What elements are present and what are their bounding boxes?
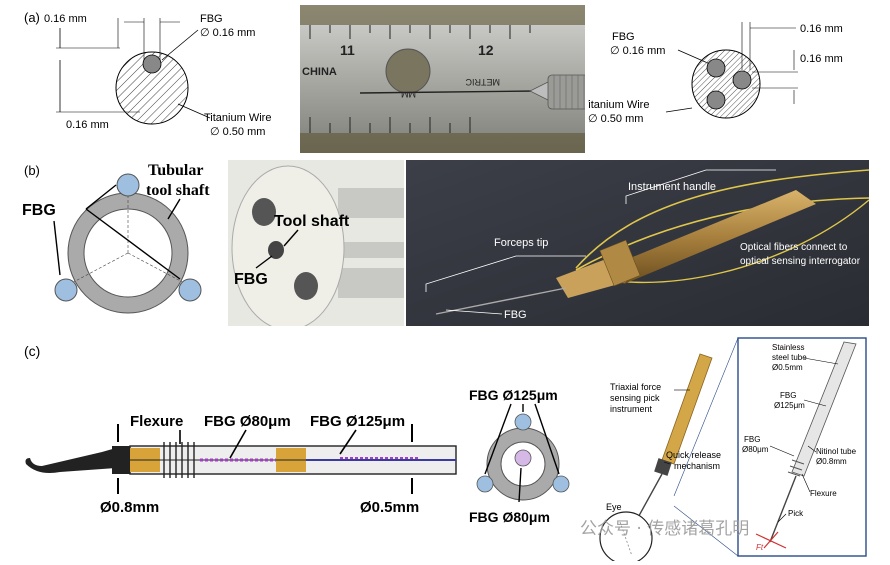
c-pick-instrument	[629, 353, 713, 533]
c-mid-fbg125: FBG Ø125μm	[469, 387, 558, 403]
panel-a-left-diagram: (a) 0.16 mm FBG ∅ 0.16 mm 0.16 mm Titani…	[24, 10, 271, 138]
b-photo-fbg: FBG	[504, 309, 527, 321]
a-left-fbg-circle	[142, 54, 162, 74]
c-fbg125-1: FBG	[780, 391, 796, 400]
c-stainless-2: steel tube	[772, 353, 807, 362]
a-right-fbg-dia: ∅ 0.16 mm	[610, 45, 665, 57]
c-quick-1: Quick release	[666, 450, 721, 460]
c-ft: Ft	[756, 543, 764, 552]
b-instrument-handle-label: Instrument handle	[628, 181, 716, 193]
c-stainless-3: Ø0.5mm	[772, 363, 803, 372]
a-left-fbg-dia: ∅ 0.16 mm	[200, 27, 255, 39]
c-mid-fbg80-label: FBG Ø80μm	[469, 509, 550, 525]
a-right-dim-top: 0.16 mm	[800, 23, 843, 35]
panel-a-label: (a)	[24, 10, 40, 25]
a-left-fbg-label: FBG	[200, 13, 223, 25]
c-dia08-label: Ø0.8mm	[100, 499, 159, 516]
b-tool-shaft: Tool shaft	[274, 213, 350, 230]
panel-c-right-diagram: Triaxial force sensing pick instrument Q…	[599, 337, 867, 561]
a-left-wire-label: Titanium Wire	[204, 112, 271, 124]
c-flexure-right: Flexure	[810, 489, 837, 498]
c-fbg125-label: FBG Ø125μm	[310, 413, 405, 430]
panel-b-mid-diagram: Tool shaft FBG	[228, 160, 404, 326]
c-quick-2: mechanism	[674, 461, 720, 471]
watermark: 公众号 · 传感诸葛孔明	[580, 519, 750, 539]
c-fbg80-1: FBG	[744, 435, 760, 444]
c-triaxial-3: instrument	[610, 404, 653, 414]
b-fbg-left	[54, 278, 78, 302]
c-fbg125-2: Ø125μm	[774, 401, 805, 410]
panel-a-photo: 11 12 CHINA METRIC MM	[300, 5, 585, 153]
ruler-metric: METRIC	[465, 77, 500, 87]
panel-c-label: (c)	[24, 343, 40, 359]
panel-b-photo: Instrument handle Forceps tip Optical fi…	[406, 160, 869, 326]
c-nitinol-1: Nitinol tube	[816, 447, 857, 456]
a-left-dim-bottom: 0.16 mm	[66, 119, 109, 131]
c-eye-circle	[599, 511, 653, 561]
b-optical-1: Optical fibers connect to	[740, 242, 848, 253]
a-right-fbg-3	[706, 90, 726, 110]
a-left-titanium-wire	[115, 51, 189, 125]
ruler-hole	[385, 48, 431, 94]
c-fbg80-2: Ø80μm	[742, 445, 769, 454]
c-force-arrow	[755, 531, 787, 549]
c-mid-fbg-top	[514, 413, 532, 431]
ruler-number-11: 11	[340, 42, 355, 58]
b-shaft-disc	[231, 165, 345, 326]
b-instrument-handle	[556, 190, 816, 298]
ruler-number-12: 12	[478, 42, 494, 58]
c-flexure-label: Flexure	[130, 413, 183, 430]
panel-b-label: (b)	[24, 163, 40, 178]
c-mid-fbg80	[514, 449, 532, 467]
c-triaxial-1: Triaxial force	[610, 382, 661, 392]
c-mid-fbg-right	[552, 475, 570, 493]
c-triaxial-2: sensing pick	[610, 393, 660, 403]
b-forceps-tip: Forceps tip	[494, 237, 548, 249]
a-right-fbg-label: FBG	[612, 31, 635, 43]
b-tubular-2: tool shaft	[146, 182, 210, 199]
a-left-wire-dia: ∅ 0.50 mm	[210, 126, 265, 138]
b-fbg-right	[178, 278, 202, 302]
b-mid-fbg: FBG	[234, 271, 268, 288]
c-mid-fbg-left	[476, 475, 494, 493]
ruler-mm: MM	[401, 89, 416, 99]
panel-c-left-diagram: (c) Flexure FBG Ø80μm FBG Ø125μm Ø0.8mm …	[24, 343, 457, 516]
panel-a-right-diagram: FBG ∅ 0.16 mm 0.16 mm 0.16 mm Titanium W…	[588, 22, 843, 125]
panel-c-mid-diagram: FBG Ø125μm FBG Ø80μm	[469, 387, 570, 525]
a-right-wire-dia: ∅ 0.50 mm	[588, 113, 643, 125]
c-hook-tip	[25, 448, 116, 473]
c-pick: Pick	[788, 509, 804, 518]
pin-vise-tool	[529, 74, 585, 110]
c-stainless-1: Stainless	[772, 343, 804, 352]
c-zoomed-instrument	[769, 341, 857, 543]
b-tubular-1: Tubular	[148, 162, 203, 179]
b-fbg-top	[116, 173, 140, 197]
a-right-dim-mid: 0.16 mm	[800, 53, 843, 65]
panel-b-left-diagram: (b) Tubular tool shaft FBG	[22, 162, 210, 314]
c-dia05-label: Ø0.5mm	[360, 499, 419, 516]
a-right-wire-label: Titanium Wire	[588, 99, 649, 111]
c-fbg80-label: FBG Ø80μm	[204, 413, 291, 430]
ruler-china: CHINA	[302, 66, 337, 78]
c-nitinol-2: Ø0.8mm	[816, 457, 847, 466]
b-fbg-label: FBG	[22, 202, 56, 219]
c-eye: Eye	[606, 502, 622, 512]
a-left-dim-top: 0.16 mm	[44, 13, 87, 25]
a-right-fbg-2	[732, 70, 752, 90]
a-right-fbg-1	[706, 58, 726, 78]
b-optical-2: optical sensing interrogator	[740, 256, 861, 267]
